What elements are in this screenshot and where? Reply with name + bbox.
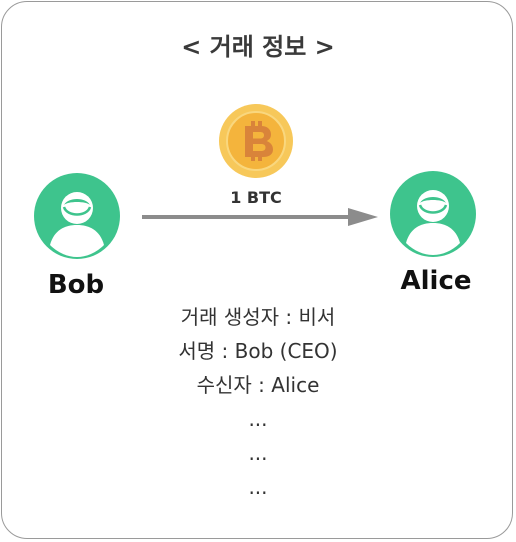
detail-ellipsis: ... bbox=[248, 475, 268, 499]
receiver-name: Alice bbox=[400, 266, 472, 296]
transfer-arrow bbox=[142, 208, 378, 226]
detail-ellipsis: ... bbox=[248, 441, 268, 465]
diagram-title: < 거래 정보 > bbox=[181, 33, 335, 61]
user-avatar-icon bbox=[390, 171, 476, 257]
detail-signature: 서명 : Bob (CEO) bbox=[178, 339, 338, 363]
detail-ellipsis: ... bbox=[248, 407, 268, 431]
transaction-details: 거래 생성자 : 비서 서명 : Bob (CEO) 수신자 : Alice .… bbox=[0, 300, 516, 504]
sender-name: Bob bbox=[47, 270, 105, 300]
detail-recipient: 수신자 : Alice bbox=[196, 373, 320, 397]
detail-creator: 거래 생성자 : 비서 bbox=[180, 305, 336, 329]
transfer-amount: 1 BTC bbox=[230, 188, 282, 207]
user-avatar-icon bbox=[34, 173, 120, 259]
bitcoin-coin-icon bbox=[219, 104, 293, 178]
